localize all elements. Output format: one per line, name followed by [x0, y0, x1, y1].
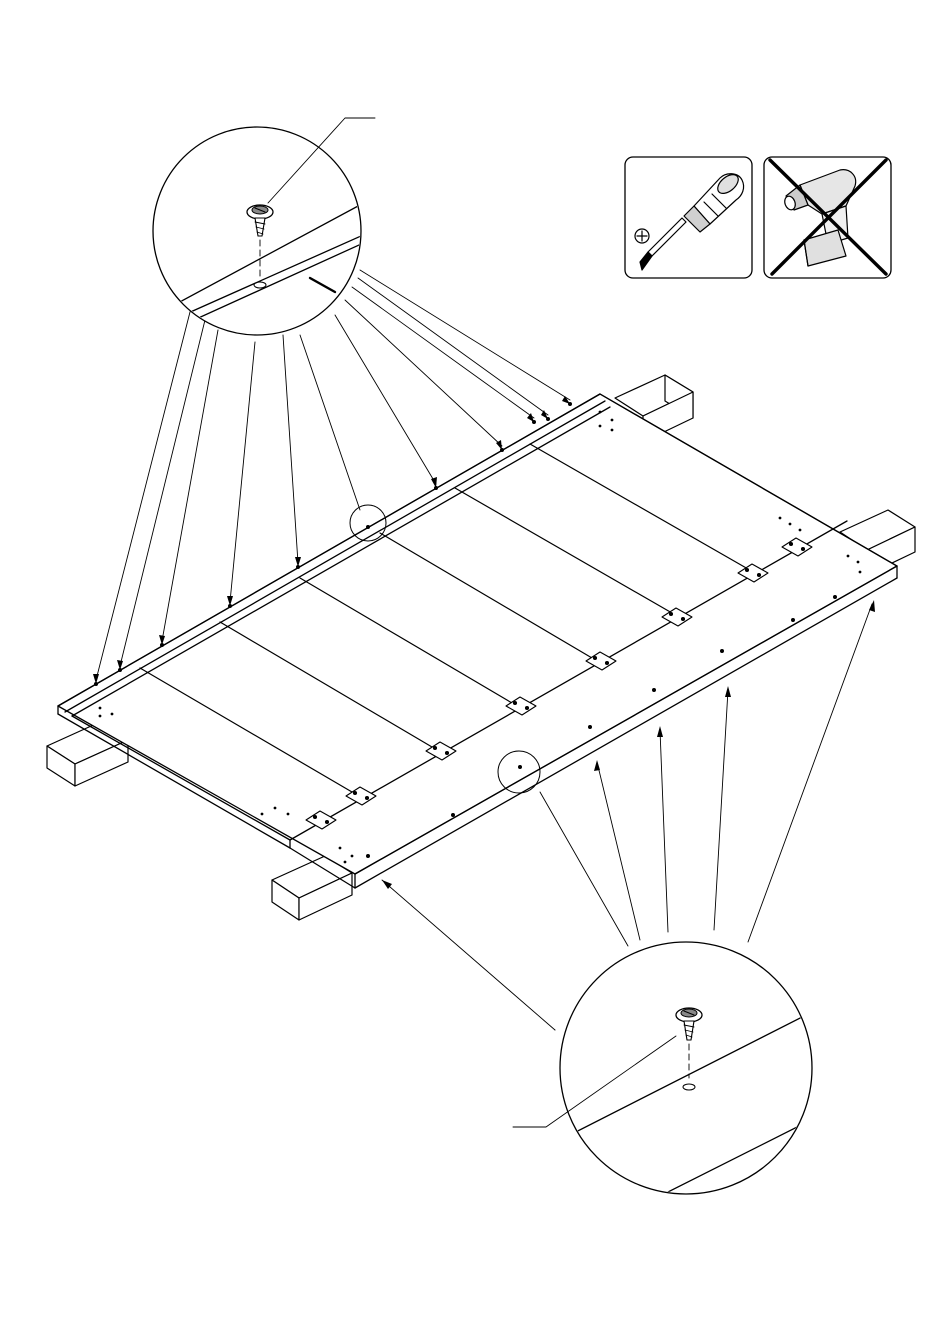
screw — [833, 595, 836, 598]
tool-box-screwdriver — [625, 157, 752, 278]
screw — [366, 525, 369, 528]
screw — [518, 765, 521, 768]
detail-circle-bottom — [513, 942, 815, 1196]
screw — [451, 813, 454, 816]
panel-main — [58, 394, 897, 888]
tool-box-drill — [764, 157, 891, 278]
screw — [366, 854, 369, 857]
screw — [652, 688, 655, 691]
detail-circle-top — [150, 118, 375, 340]
screw — [588, 725, 591, 728]
screw — [791, 618, 794, 621]
screw — [720, 649, 723, 652]
